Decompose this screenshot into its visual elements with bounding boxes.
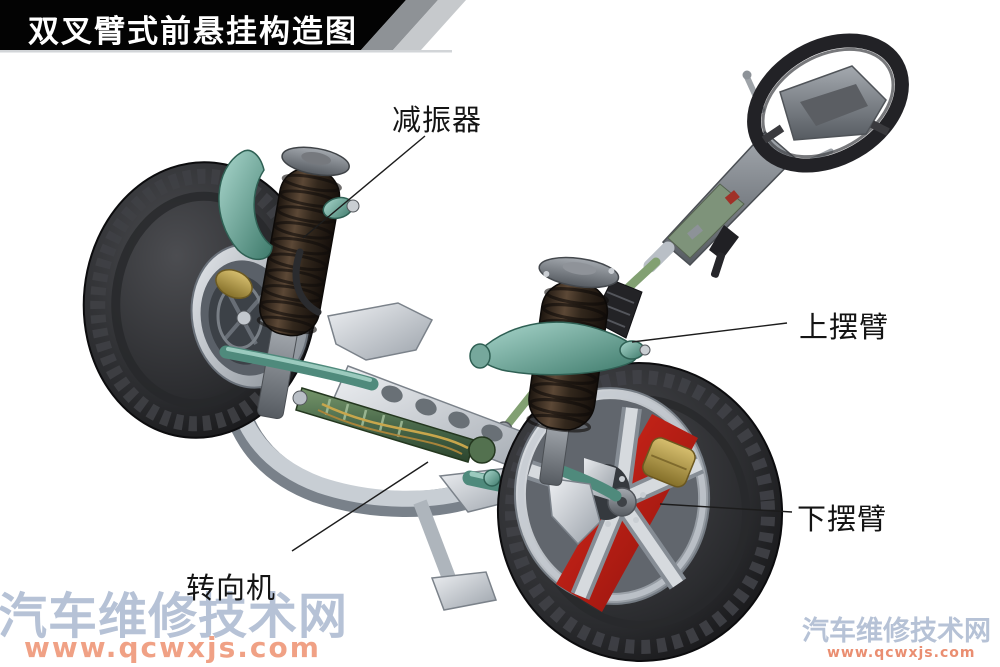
watermark-bottom-left-url: www.qcwxjs.com [24,631,321,664]
leader-steering-gear [291,461,429,552]
upper-control-arm-left [218,149,360,316]
lower-control-arm-left-part [219,345,379,391]
leader-upper-arm [631,322,788,343]
shock-absorber-strut-left [218,146,360,420]
watermark-bottom-right-url: www.qcwxjs.com [827,645,976,661]
page-title: 双叉臂式前悬挂构造图 [28,14,358,50]
callout-shock-absorber: 减振器 [392,103,483,137]
leader-lines [291,135,793,552]
watermark-bottom-left-name: 汽车维修技术网 [0,588,349,645]
leader-lower-arm [659,503,793,513]
callout-upper-control-arm: 上摆臂 [799,310,890,344]
callout-lower-control-arm: 下摆臂 [797,502,888,536]
shock-absorber-strut-center [469,256,651,546]
watermark-bottom-right-name: 汽车维修技术网 [802,616,991,647]
brake-caliper [642,437,696,488]
upper-control-arm-right [469,321,651,376]
leader-shock-absorber [302,135,426,239]
steering-wheel [661,33,909,278]
title-banner [0,0,466,53]
callout-steering-gear: 转向机 [186,571,277,605]
steering-rack [292,387,496,464]
